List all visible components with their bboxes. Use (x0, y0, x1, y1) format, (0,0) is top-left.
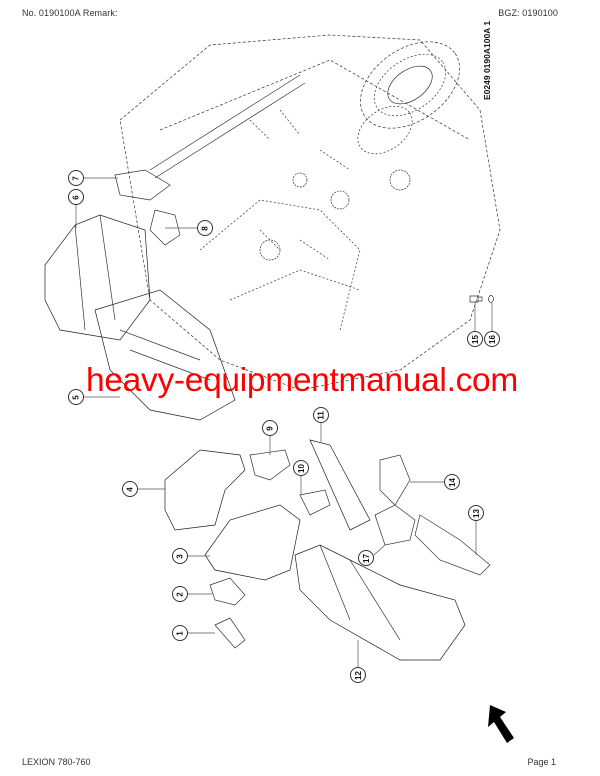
arrow-up-left-icon (488, 705, 514, 743)
callout-9: 9 (262, 420, 278, 436)
callout-5: 5 (68, 389, 84, 405)
model-name: LEXION 780-760 (22, 757, 91, 767)
callout-16: 16 (484, 331, 500, 347)
callout-11: 11 (313, 407, 329, 423)
document-number-remark: No. 0190100A Remark: (22, 8, 118, 18)
callout-12: 12 (350, 667, 366, 683)
callout-4: 4 (122, 481, 138, 497)
callout-8: 8 (197, 220, 213, 236)
callout-6: 6 (68, 189, 84, 205)
callout-17: 17 (358, 550, 374, 566)
callout-1: 1 (172, 625, 188, 641)
watermark: heavy-equipmentmanual.com (86, 362, 518, 399)
callout-14: 14 (444, 474, 460, 490)
callout-7: 7 (68, 170, 84, 186)
callout-15: 15 (467, 331, 483, 347)
callout-13: 13 (468, 505, 484, 521)
callout-10: 10 (293, 460, 309, 476)
bgz-number: BGZ: 0190100 (498, 8, 558, 18)
page-number: Page 1 (527, 757, 556, 767)
callout-3: 3 (172, 548, 188, 564)
callout-2: 2 (172, 586, 188, 602)
